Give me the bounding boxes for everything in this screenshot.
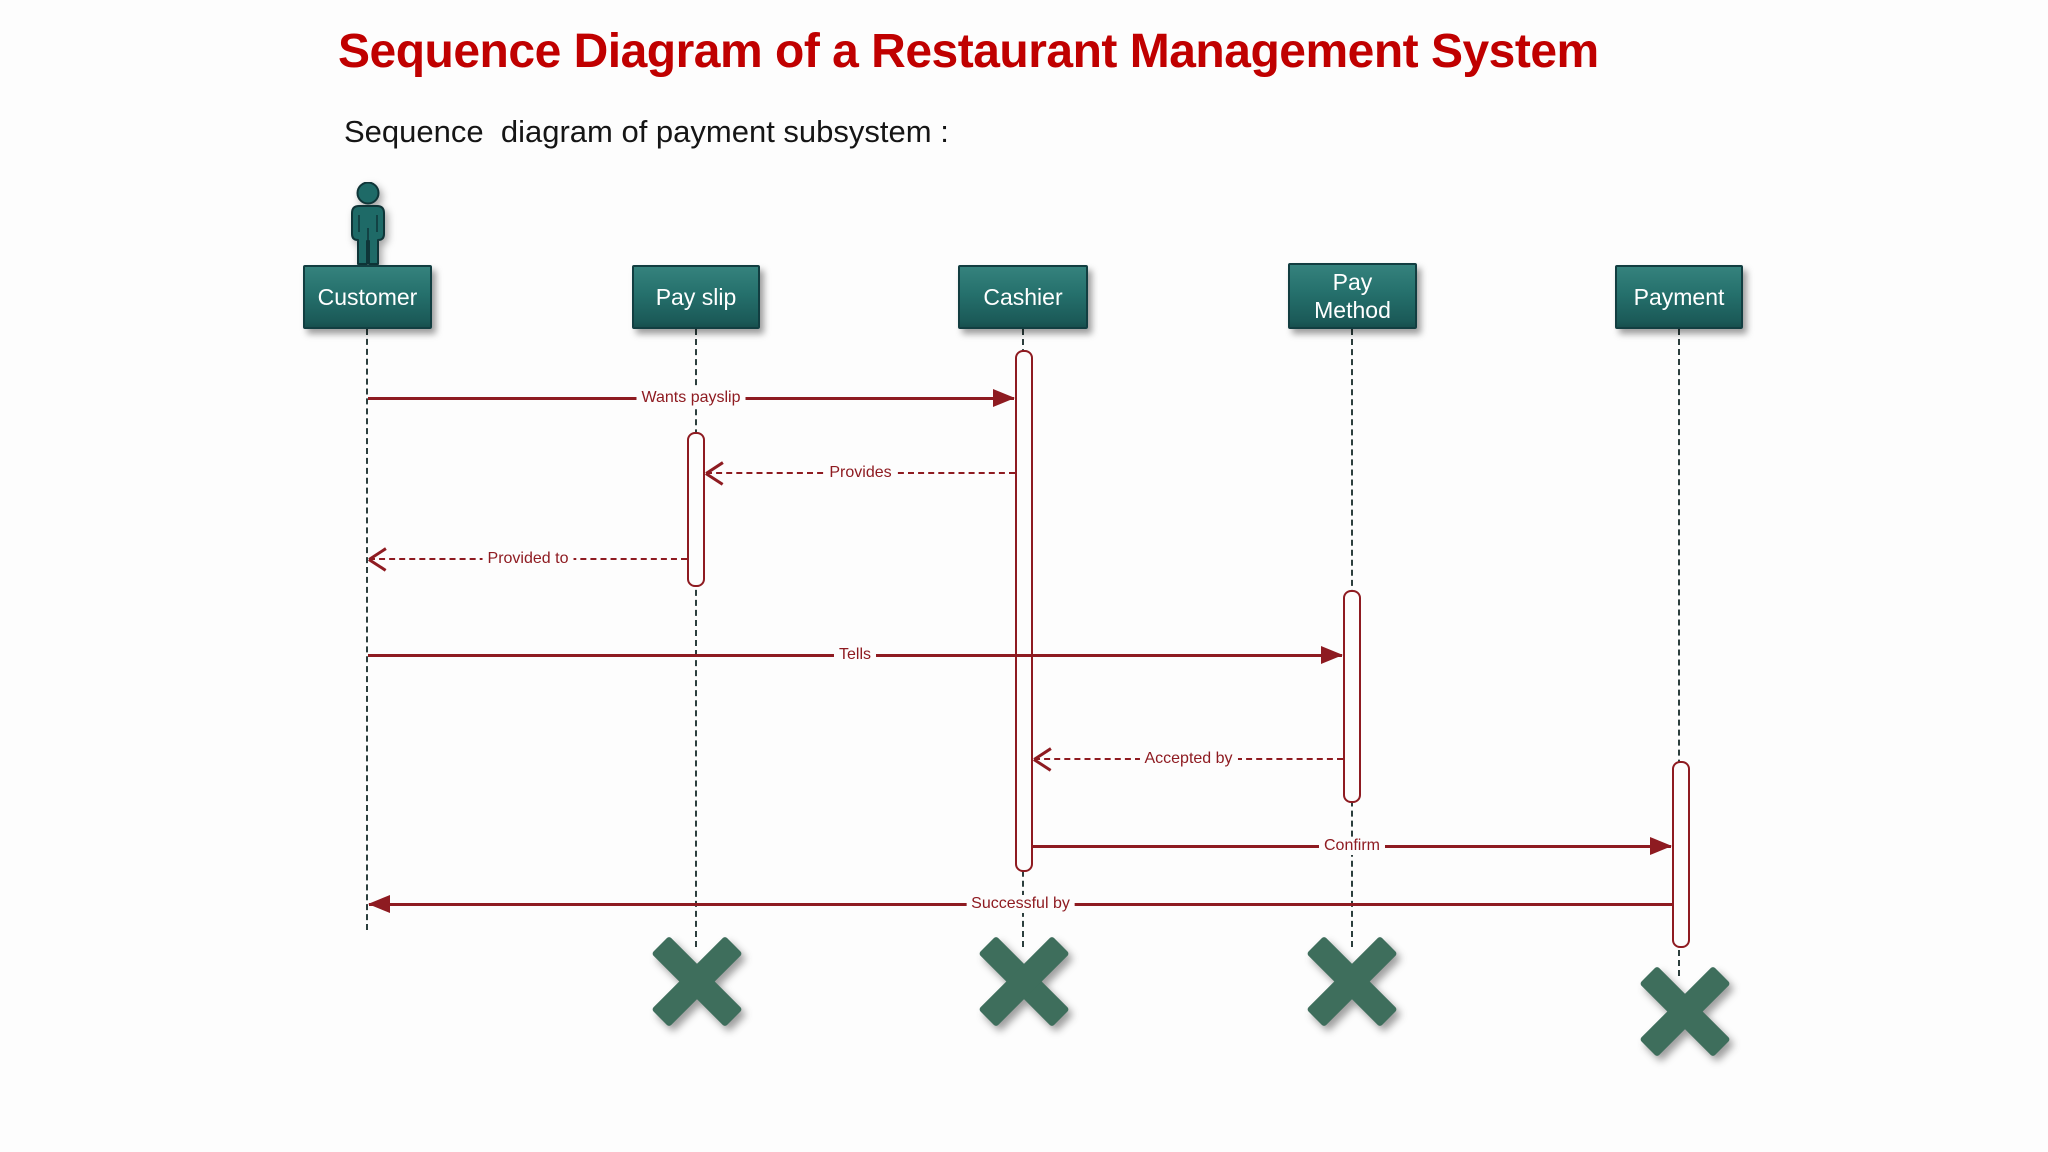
destroy-x-icon-payment bbox=[1639, 965, 1731, 1057]
arrowhead-filled-icon bbox=[993, 389, 1015, 407]
message-label: Successful by bbox=[966, 895, 1075, 913]
activation-bar-payment bbox=[1672, 761, 1690, 948]
message-label: Confirm bbox=[1318, 837, 1386, 855]
page-title: Sequence Diagram of a Restaurant Managem… bbox=[338, 25, 1599, 78]
lifeline-payment bbox=[1677, 329, 1680, 976]
lifeline-label: Customer bbox=[317, 284, 418, 310]
arrowhead-filled-icon bbox=[368, 895, 390, 913]
activation-bar-cashier bbox=[1015, 350, 1033, 872]
lifeline-head-customer: Customer bbox=[303, 265, 432, 329]
lifeline-label: Pay slip bbox=[655, 284, 737, 310]
lifeline-head-cashier: Cashier bbox=[958, 265, 1088, 329]
destroy-x-icon-cashier bbox=[978, 935, 1070, 1027]
message-label: Accepted by bbox=[1139, 750, 1238, 768]
message-label: Wants payslip bbox=[636, 389, 746, 407]
person-icon bbox=[351, 182, 385, 265]
message-label: Provided to bbox=[482, 550, 574, 568]
page-subtitle: Sequence diagram of payment subsystem : bbox=[344, 114, 949, 149]
lifeline-pay-slip bbox=[694, 329, 697, 947]
message-label: Tells bbox=[833, 646, 877, 664]
activation-bar-pay-slip bbox=[687, 432, 705, 587]
arrowhead-filled-icon bbox=[1321, 646, 1343, 664]
lifeline-label: Cashier bbox=[983, 284, 1063, 310]
activation-bar-pay-method bbox=[1343, 590, 1361, 803]
destroy-x-icon-pay-slip bbox=[651, 935, 743, 1027]
lifeline-head-pay-slip: Pay slip bbox=[632, 265, 760, 329]
lifeline-head-payment: Payment bbox=[1615, 265, 1743, 329]
destroy-x-icon-pay-method bbox=[1306, 935, 1398, 1027]
arrowhead-filled-icon bbox=[1650, 837, 1672, 855]
message-label: Provides bbox=[824, 464, 897, 482]
lifeline-label: Payment bbox=[1633, 284, 1725, 310]
lifeline-customer bbox=[365, 329, 368, 930]
